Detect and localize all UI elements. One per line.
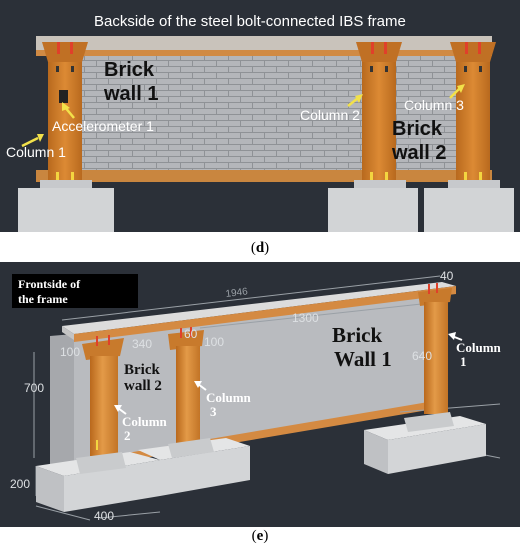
panel-d-title: Backside of the steel bolt-connected IBS… (94, 13, 406, 30)
wall-2-label-line1: Brick (124, 362, 160, 378)
dim-100-mid: 100 (204, 335, 224, 349)
dim-640: 640 (412, 349, 432, 363)
dim-400: 400 (94, 509, 114, 523)
caption-e-letter: e (256, 528, 264, 544)
backside-frame-diagram: Backside of the steel bolt-connected IBS… (6, 13, 514, 232)
column-1-shape (418, 283, 452, 414)
wall-2-label-line1: Brick (392, 118, 443, 140)
column-1-label-line2: 1 (460, 354, 467, 369)
wall-2-label-line2: wall 2 (124, 378, 162, 394)
caption-d: (d) (250, 240, 270, 256)
panel-d-backside-view: Backside of the steel bolt-connected IBS… (0, 0, 520, 232)
dim-top-length: 1946 (225, 286, 249, 300)
footing-right (364, 412, 486, 474)
accelerometer-box (59, 90, 68, 103)
column-3-label-line1: Column (206, 390, 252, 405)
column-1-label-line1: Column (456, 340, 502, 355)
wall-1-label-line1: Brick (332, 323, 382, 347)
caption-d-letter: d (255, 240, 265, 256)
column-2-label: Column 2 (300, 107, 360, 123)
wall-1-label-line1: Brick (104, 59, 155, 81)
footing-middle (328, 180, 418, 232)
column-3-label-line2: 3 (210, 404, 217, 419)
column-3-shape (168, 327, 204, 444)
footing-left (36, 452, 160, 512)
dim-1300: 1300 (292, 311, 319, 325)
wall-2-label-line2: wall 2 (391, 142, 446, 164)
caption-e: (e) (251, 528, 269, 544)
dimension-labels: 1946 40 1300 340 60 100 100 640 700 200 … (10, 269, 454, 523)
wall-panel (74, 296, 440, 464)
accelerometer-label: Accelerometer 1 (52, 118, 154, 134)
column-2-shape (356, 42, 402, 182)
footing-right (424, 180, 514, 232)
footing-left (18, 180, 114, 232)
bottom-beam (36, 170, 492, 182)
column-1-shape (42, 42, 88, 182)
column-2-label-line2: 2 (124, 428, 131, 443)
dim-700: 700 (24, 381, 44, 395)
frontside-label-line1: Frontside of (18, 277, 81, 291)
column-arrows (114, 332, 463, 415)
frontside-label-box (12, 274, 138, 308)
column-3-shape (450, 42, 496, 182)
footing-middle (138, 438, 250, 496)
frontside-frame-diagram: Frontside of the frame (10, 269, 502, 523)
wall-1-label-line2: wall 1 (103, 83, 158, 105)
dim-200: 200 (10, 477, 30, 491)
dim-340: 340 (132, 337, 152, 351)
dim-40: 40 (440, 269, 454, 283)
panel-e-frontside-view: Frontside of the frame (0, 262, 520, 527)
dim-100-left: 100 (60, 345, 80, 359)
dim-60: 60 (184, 327, 198, 341)
column-2-label-line1: Column (122, 414, 168, 429)
wall-1-label-line2: Wall 1 (334, 347, 392, 371)
column-3-label: Column 3 (404, 97, 464, 113)
annotation-arrows (21, 84, 465, 148)
top-slab (62, 282, 456, 334)
frontside-label-line2: the frame (18, 292, 68, 306)
column-2-shape (82, 335, 124, 456)
brick-wall (72, 56, 472, 172)
column-1-label: Column 1 (6, 144, 66, 160)
